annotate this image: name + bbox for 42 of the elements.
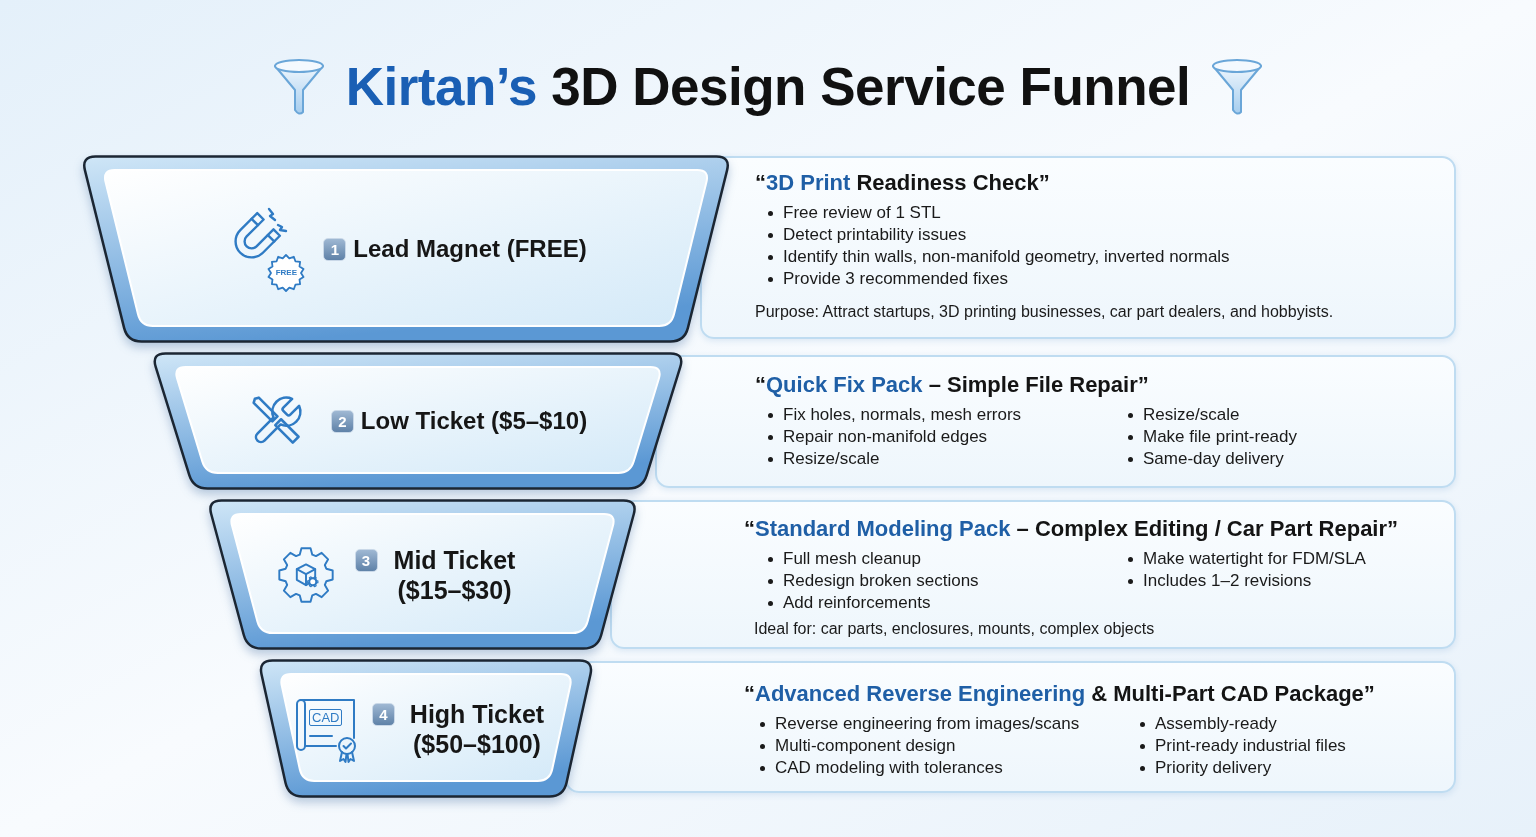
panel-note: Ideal for: car parts, enclosures, mounts, complex objects (754, 619, 1155, 639)
seal-text: FREE (274, 268, 298, 278)
panel-heading: “Quick Fix Pack – Simple File Repair” (755, 371, 1149, 399)
panel-heading: “Standard Modeling Pack – Complex Editing / Car Part Repair” (744, 515, 1399, 543)
description-panel (655, 355, 1456, 488)
bullet-item: Priority delivery (1155, 757, 1272, 779)
tier-label: High Ticket ($50–$100) (408, 698, 546, 759)
bullet-item: Print-ready industrial files (1155, 735, 1346, 757)
bullet-item: Provide 3 recommended fixes (783, 268, 1008, 290)
bullet-item: Includes 1–2 revisions (1143, 570, 1312, 592)
bullet-item: Add reinforcements (783, 592, 931, 614)
description-panel (700, 156, 1456, 339)
bullet-item: Detect printability issues (783, 224, 967, 246)
bullet-item: CAD modeling with tolerances (775, 757, 1003, 779)
panel-heading: “Advanced Reverse Engineering & Multi-Part CAD Package” (744, 680, 1375, 708)
bullet-item: Redesign broken sections (783, 570, 979, 592)
description-panel (610, 500, 1456, 649)
funnel-tier (257, 659, 595, 798)
bullet-item: Identify thin walls, non-manifold geometry, inverted normals (783, 246, 1230, 268)
funnel-tier (206, 499, 639, 650)
bullet-item: Multi-component design (775, 735, 956, 757)
panel-note: Purpose: Attract startups, 3D printing businesses, car part dealers, and hobbyists. (755, 302, 1334, 322)
bullet-item: Assembly-ready (1155, 713, 1277, 735)
tier-label: Low Ticket ($5–$10) (360, 406, 588, 436)
bullet-item: Full mesh cleanup (783, 548, 921, 570)
panel-heading: “3D Print Readiness Check” (755, 169, 1050, 197)
description-panel (565, 661, 1456, 793)
bullet-item: Make watertight for FDM/SLA (1143, 548, 1366, 570)
bullet-item: Fix holes, normals, mesh errors (783, 404, 1022, 426)
bullet-item: Repair non-manifold edges (783, 426, 988, 448)
bullet-item: Free review of 1 STL (783, 202, 941, 224)
funnel-tier (80, 155, 732, 343)
bullet-item: Resize/scale (783, 448, 880, 470)
bullet-item: Same-day delivery (1143, 448, 1284, 470)
bullet-item: Reverse engineering from images/scans (775, 713, 1080, 735)
funnel-tier (150, 352, 686, 490)
bullet-item: Resize/scale (1143, 404, 1240, 426)
bullet-item: Make file print-ready (1143, 426, 1297, 448)
tier-label: Lead Magnet (FREE) (353, 234, 587, 264)
title: Kirtan’s 3D Design Service Funnel (345, 56, 1191, 118)
blueprint-label: CAD (309, 708, 343, 726)
tier-label: Mid Ticket ($15–$30) (392, 544, 517, 605)
